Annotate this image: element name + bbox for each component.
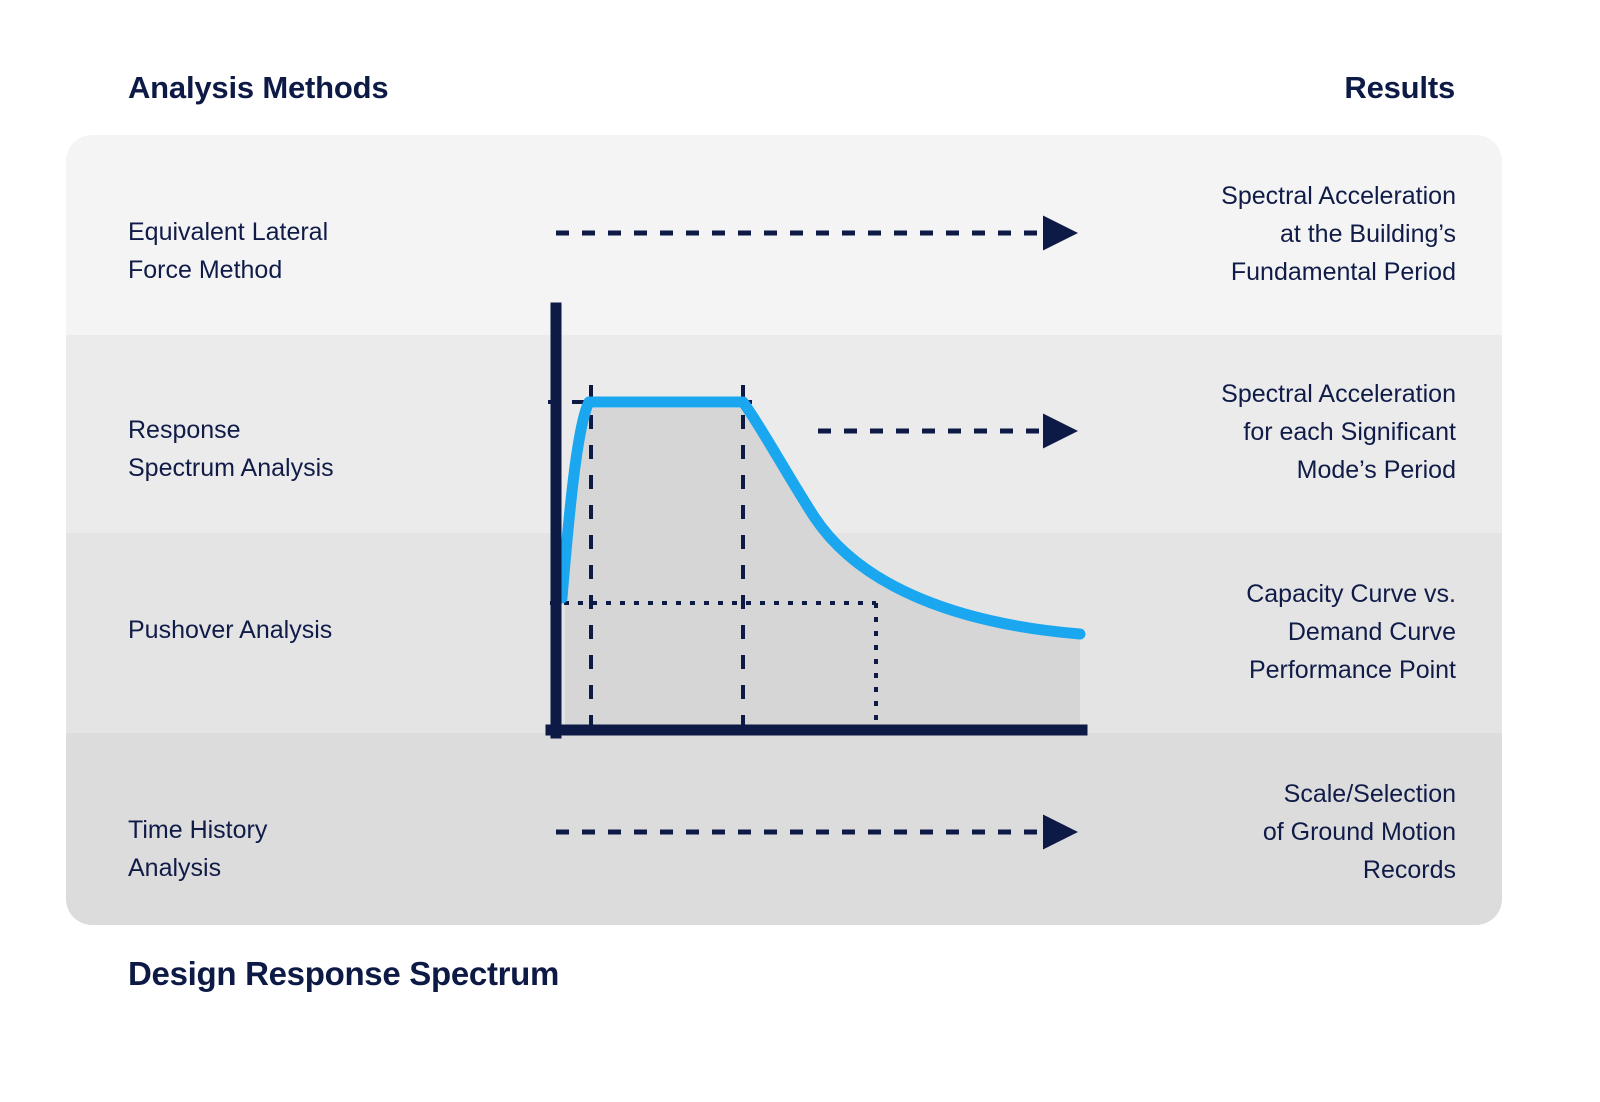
column-header-analysis-methods: Analysis Methods (128, 70, 389, 105)
chart-caption: Design Response Spectrum (128, 955, 560, 992)
result-label-equivalent-lateral-force: Spectral Acceleration at the Building’s … (1221, 182, 1456, 286)
method-label-response-spectrum-analysis: Response Spectrum Analysis (128, 416, 334, 482)
result-label-response-spectrum-analysis: Spectral Acceleration for each Significa… (1221, 380, 1456, 484)
table-row (66, 733, 1502, 925)
method-label-time-history-analysis: Time History Analysis (128, 816, 268, 882)
method-label-pushover-analysis: Pushover Analysis (128, 616, 333, 644)
methods-results-panel: Equivalent Lateral Force Method Spectral… (66, 135, 1502, 925)
column-header-results: Results (1344, 70, 1455, 105)
method-label-equivalent-lateral-force: Equivalent Lateral Force Method (128, 218, 329, 284)
result-label-pushover-analysis: Capacity Curve vs. Demand Curve Performa… (1246, 580, 1456, 684)
result-label-time-history-analysis: Scale/Selection of Ground Motion Records (1262, 780, 1456, 884)
